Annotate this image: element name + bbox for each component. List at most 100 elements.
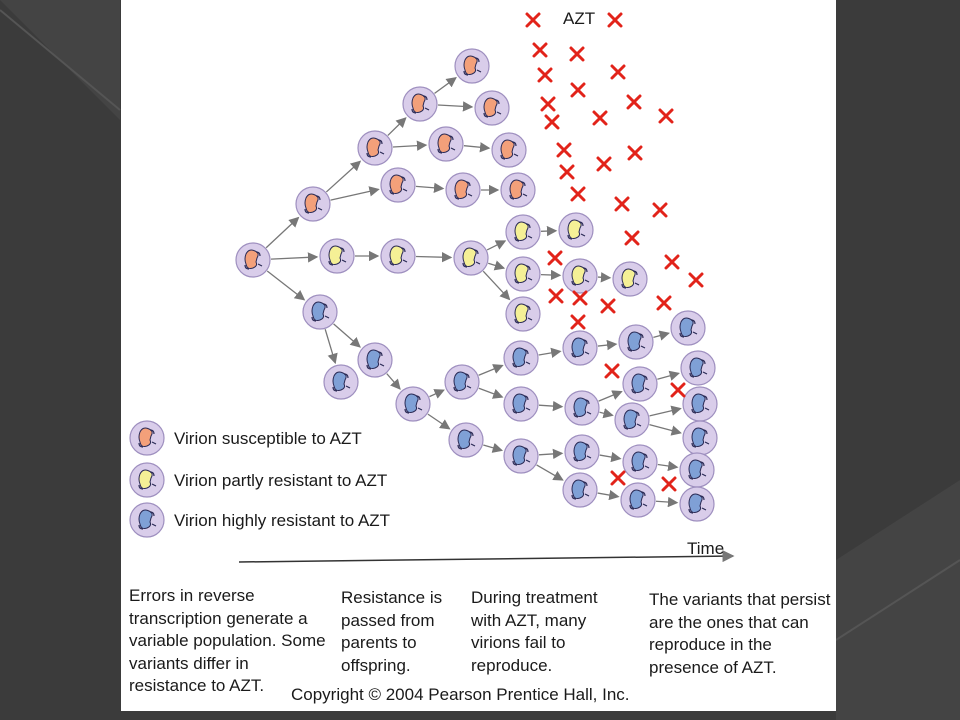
- lineage-arrow: [486, 240, 507, 251]
- failed-reproduction-marks: [525, 12, 704, 492]
- virion-highly-resistant: [679, 452, 715, 488]
- lineage-arrow: [387, 117, 407, 136]
- virion-highly-resistant: [680, 350, 716, 386]
- virion-susceptible: [491, 132, 527, 168]
- lineage-arrow: [649, 405, 682, 417]
- x-mark-icon: [547, 250, 563, 266]
- caption-persistence: The variants that persist are the ones t…: [649, 590, 831, 677]
- slide-content: AZT Time Virion susceptible to AZT Virio…: [121, 0, 836, 711]
- lineage-arrow: [270, 252, 319, 263]
- lineage-arrow: [392, 140, 428, 151]
- virion-highly-resistant: [682, 420, 718, 456]
- caption-inheritance: Resistance is passed from parents to off…: [341, 588, 443, 675]
- x-mark-icon: [652, 202, 668, 218]
- x-mark-icon: [624, 230, 640, 246]
- x-mark-icon: [559, 164, 575, 180]
- lineage-arrow: [538, 448, 564, 460]
- x-mark-icon: [664, 254, 680, 270]
- lineage-arrow: [265, 216, 300, 249]
- virion-partly-resistant: [319, 238, 355, 274]
- lineage-arrow: [599, 408, 614, 419]
- azt-label: AZT: [563, 9, 596, 28]
- legend-label-susceptible: Virion susceptible to AZT: [174, 429, 362, 448]
- lineage-arrow: [482, 270, 511, 301]
- virion-highly-resistant: [302, 294, 338, 330]
- virion-susceptible: [474, 90, 510, 126]
- x-mark-icon: [572, 290, 588, 306]
- lineage-arrow: [536, 464, 564, 481]
- legend-icon-partly-resistant: [129, 462, 165, 498]
- virion-partly-resistant: [612, 261, 648, 297]
- lineage-arrow: [655, 496, 679, 508]
- virion-highly-resistant: [444, 364, 480, 400]
- lineage-arrow: [597, 489, 620, 501]
- x-mark-icon: [670, 382, 686, 398]
- x-mark-icon: [569, 46, 585, 62]
- lineage-arrow: [478, 387, 504, 399]
- virion-partly-resistant: [505, 296, 541, 332]
- x-mark-icon: [610, 64, 626, 80]
- virion-susceptible: [380, 167, 416, 203]
- x-mark-icon: [596, 156, 612, 172]
- time-axis-arrow: [238, 550, 735, 563]
- x-mark-icon: [604, 363, 620, 379]
- azt-resistance-diagram: [129, 12, 735, 563]
- lineage-arrow: [437, 101, 474, 112]
- lineage-arrow: [649, 423, 682, 436]
- virion-partly-resistant: [505, 256, 541, 292]
- virion-highly-resistant: [395, 386, 431, 422]
- x-mark-icon: [570, 314, 586, 330]
- lineage-arrow: [478, 364, 504, 376]
- virion-highly-resistant: [503, 438, 539, 474]
- x-mark-icon: [548, 288, 564, 304]
- lineage-arrow: [540, 269, 562, 281]
- lineage-arrow: [429, 389, 445, 399]
- lineage-arrow: [657, 460, 679, 472]
- virion-susceptible: [402, 86, 438, 122]
- virion-partly-resistant: [453, 240, 489, 276]
- x-mark-icon: [537, 67, 553, 83]
- virion-partly-resistant: [562, 258, 598, 294]
- virion-susceptible: [454, 48, 490, 84]
- virion-partly-resistant: [558, 212, 594, 248]
- lineage-arrow: [540, 225, 558, 237]
- legend-label-highly-resistant: Virion highly resistant to AZT: [174, 511, 391, 530]
- virion-highly-resistant: [448, 422, 484, 458]
- virion-highly-resistant: [679, 486, 715, 522]
- lineage-arrow: [538, 347, 562, 358]
- x-mark-icon: [688, 272, 704, 288]
- lineage-arrow: [415, 252, 453, 263]
- virion-highly-resistant: [562, 472, 598, 508]
- lineage-arrow: [386, 373, 401, 390]
- virion-susceptible: [428, 126, 464, 162]
- lineage-arrow: [598, 390, 623, 402]
- virion-highly-resistant: [564, 434, 600, 470]
- lineage-arrow: [597, 339, 618, 351]
- legend-icon-susceptible: [129, 420, 165, 456]
- x-mark-icon: [610, 470, 626, 486]
- lineage-arrow: [538, 400, 564, 412]
- virion-susceptible: [500, 172, 536, 208]
- x-mark-icon: [656, 295, 672, 311]
- x-mark-icon: [592, 110, 608, 126]
- virion-highly-resistant: [503, 340, 539, 376]
- x-mark-icon: [627, 145, 643, 161]
- x-mark-icon: [525, 12, 541, 28]
- virion-highly-resistant: [620, 482, 656, 518]
- lineage-arrow: [483, 442, 504, 453]
- virion-highly-resistant: [670, 310, 706, 346]
- lineage-arrow: [463, 142, 491, 153]
- virion-highly-resistant: [622, 366, 658, 402]
- lineage-arrow: [325, 160, 362, 193]
- x-mark-icon: [540, 96, 556, 112]
- lineage-arrow: [434, 77, 457, 94]
- lineage-arrow: [427, 413, 451, 430]
- lineage-arrow: [657, 370, 680, 381]
- lineage-arrow: [488, 260, 506, 271]
- virion-highly-resistant: [564, 390, 600, 426]
- x-mark-icon: [600, 298, 616, 314]
- x-mark-icon: [626, 94, 642, 110]
- x-mark-icon: [614, 196, 630, 212]
- lineage-arrow: [415, 182, 445, 193]
- x-mark-icon: [661, 476, 677, 492]
